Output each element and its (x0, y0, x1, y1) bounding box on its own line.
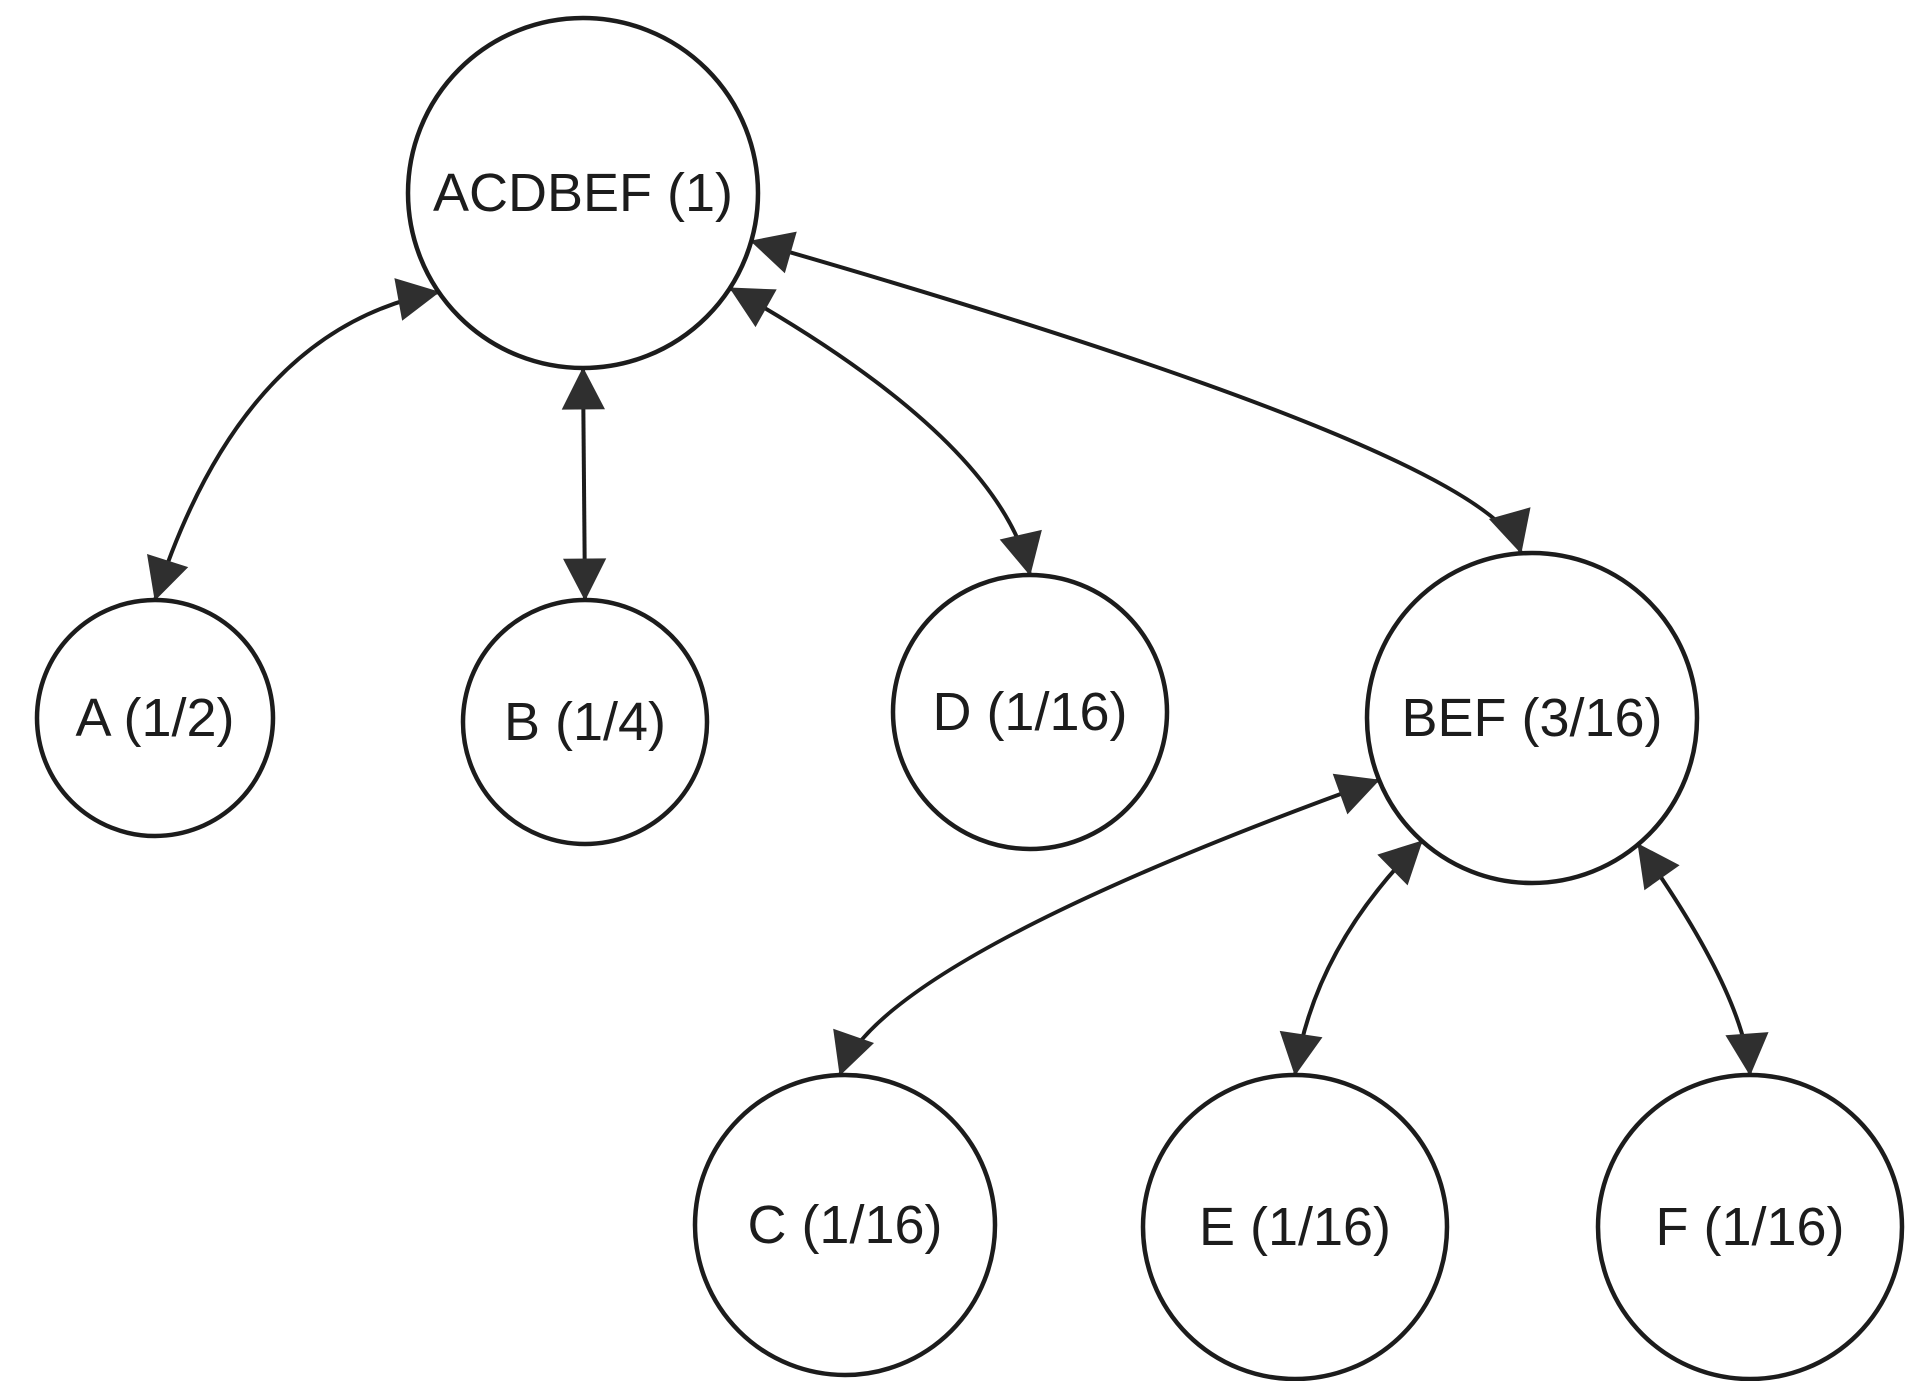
node-BEF-label: BEF (3/16) (1401, 688, 1662, 748)
node-layer: ACDBEF (1) A (1/2) B (1/4) D (1/16) BEF (3/1… (34, 15, 1905, 1381)
node-B: B (1/4) (460, 597, 710, 847)
node-E-circle (1140, 1072, 1450, 1381)
node-B-circle (460, 597, 710, 847)
edge-ACDBEF-B (561, 367, 607, 601)
node-E-label: E (1/16) (1199, 1197, 1391, 1257)
edge-ACDBEF-A (147, 278, 440, 601)
edge-BEF-E (1279, 839, 1424, 1076)
node-D-label: D (1/16) (932, 682, 1127, 742)
node-C-label: C (1/16) (747, 1195, 942, 1255)
edge-ACDBEF-D (729, 286, 1042, 576)
node-B-label: B (1/4) (504, 692, 666, 752)
node-ACDBEF: ACDBEF (1) (405, 15, 761, 371)
node-D-circle (890, 572, 1170, 852)
node-C-circle (692, 1072, 998, 1378)
node-BEF-circle (1364, 550, 1700, 886)
node-ACDBEF-label: ACDBEF (1) (433, 163, 733, 223)
node-F: F (1/16) (1595, 1072, 1905, 1381)
edge-BEF-C (833, 773, 1380, 1076)
node-A-circle (34, 597, 276, 839)
node-ACDBEF-circle (405, 15, 761, 371)
edge-BEF-F (1636, 842, 1769, 1076)
edge-layer (147, 231, 1769, 1076)
node-BEF: BEF (3/16) (1364, 550, 1700, 886)
node-D: D (1/16) (890, 572, 1170, 852)
node-C: C (1/16) (692, 1072, 998, 1378)
node-E: E (1/16) (1140, 1072, 1450, 1381)
node-F-circle (1595, 1072, 1905, 1381)
edge-ACDBEF-BEF (750, 231, 1531, 554)
node-A: A (1/2) (34, 597, 276, 839)
node-A-label: A (1/2) (75, 688, 234, 748)
node-F-label: F (1/16) (1655, 1197, 1844, 1257)
